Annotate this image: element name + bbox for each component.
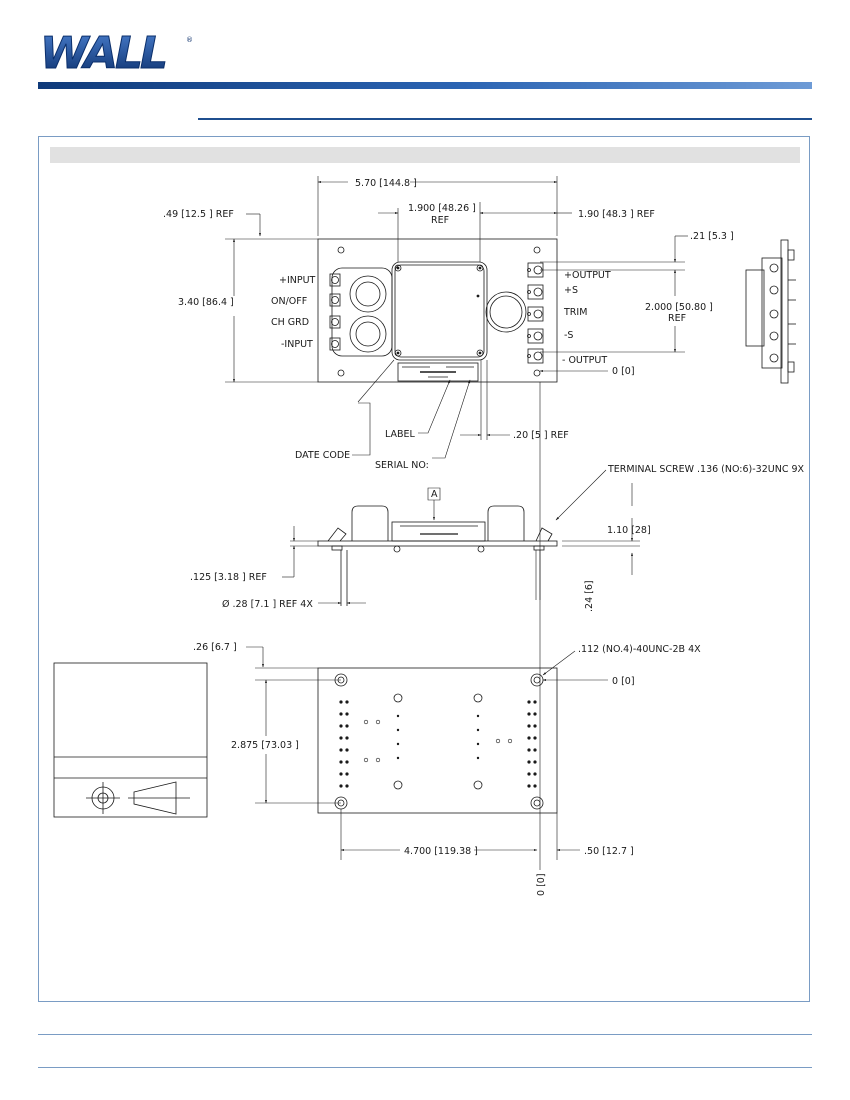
dim-hole-spacing-vertical: 2.875 [73.03 ] (231, 740, 299, 751)
mounting-holes (337, 246, 541, 377)
output-cap (485, 291, 527, 333)
registered-mark: ® (186, 36, 193, 44)
dim-origin-front: 0 [0] (612, 366, 635, 377)
terminal-label-trim: TRIM (563, 307, 587, 318)
dim-output-spacing: 2.000 [50.80 ] (645, 302, 713, 313)
dim-right-top: .21 [5.3 ] (690, 231, 734, 242)
terminal-label-output-pos: +OUTPUT (564, 270, 611, 281)
front-view (317, 238, 558, 383)
dim-bottom-right-offset: .50 [12.7 ] (584, 846, 634, 857)
input-cap-1 (349, 275, 387, 313)
callout-date-code: DATE CODE (295, 450, 350, 461)
label-plate (397, 362, 479, 382)
input-terminals (329, 273, 341, 351)
dim-bottom-top-offset: .26 [6.7 ] (193, 642, 237, 653)
side-view (317, 505, 558, 606)
output-cap-side (487, 505, 525, 541)
projection-circle-icon (86, 782, 120, 814)
dim-output-ref: REF (668, 313, 686, 324)
dim-top-offset: .49 [12.5 ] REF (163, 209, 234, 220)
center-cover (391, 261, 488, 361)
dim-side-height: 1.10 [28] (607, 525, 651, 536)
projection-symbol-box (53, 662, 208, 818)
bottom-pins (339, 700, 537, 788)
terminal-label-on-off: ON/OFF (271, 296, 307, 307)
thread-note: .112 (NO.4)-40UNC-2B 4X (578, 644, 701, 655)
logo-text: WALL (40, 30, 165, 74)
header-bar (38, 82, 812, 89)
dim-small-offset: .20 [5 ] REF (513, 430, 569, 441)
terminal-screw-left (327, 527, 347, 542)
drawing-frame (38, 136, 810, 1002)
terminal-screw-right (535, 527, 553, 542)
base-plate (317, 540, 558, 547)
callout-label: LABEL (385, 429, 416, 440)
footer-rule-top (38, 1034, 812, 1035)
dim-origin-bottom: 0 [0] (536, 873, 547, 896)
projection-cone-icon (128, 781, 190, 815)
dim-overall-width: 5.70 [144.8 ] (355, 178, 417, 189)
dim-pin-diameter: Ø .28 [7.1 ] REF 4X (222, 599, 313, 610)
terminal-label-input-neg: -INPUT (281, 339, 313, 350)
dim-right-offset: 1.90 [48.3 ] REF (578, 209, 655, 220)
dim-origin-bottom-top: 0 [0] (612, 676, 635, 687)
terminal-label-sense-neg: -S (564, 330, 573, 341)
dim-hole-spacing-horizontal: 4.700 [119.38 ] (404, 846, 478, 857)
callout-serial: SERIAL NO: (375, 460, 429, 471)
terminal-label-output-neg: - OUTPUT (562, 355, 607, 366)
input-connector-housing (331, 267, 393, 357)
input-cap-2 (349, 315, 387, 353)
dim-overall-height: 3.40 [86.4 ] (178, 297, 234, 308)
wall-logo: WALL ® (40, 30, 194, 74)
dim-pin-length: .24 [6] (584, 580, 595, 612)
threaded-holes (334, 673, 544, 810)
terminal-label-sense-pos: +S (564, 285, 578, 296)
dim-cover-ref: REF (431, 215, 449, 226)
front-outline (317, 238, 558, 383)
section-title-bar (50, 147, 800, 163)
output-terminals (527, 262, 544, 364)
datum-box (427, 487, 441, 501)
footer-rule-bottom (38, 1067, 812, 1068)
cover-side (391, 521, 486, 542)
terminal-label-ch-grd: CH GRD (271, 317, 309, 328)
datum-label: A (431, 489, 438, 500)
header-rule (198, 118, 812, 120)
terminal-screw-note: TERMINAL SCREW .136 (NO:6)-32UNC 9X (607, 464, 805, 475)
dim-base-thickness: .125 [3.18 ] REF (190, 572, 267, 583)
dim-cover-width: 1.900 [48.26 ] (408, 203, 476, 214)
bottom-outline (317, 667, 558, 814)
bottom-view (317, 667, 558, 814)
terminal-label-input-pos: +INPUT (279, 275, 316, 286)
input-cap-side (351, 505, 389, 541)
right-side-view (745, 239, 796, 384)
